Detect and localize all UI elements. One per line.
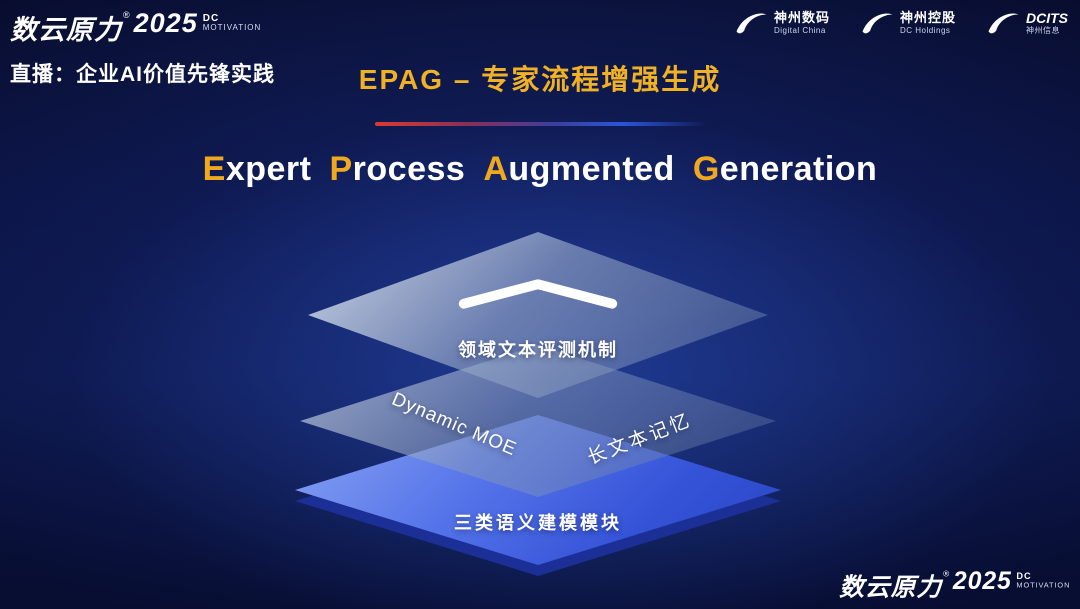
partner-logo-dcits: DCITS 神州信息: [986, 10, 1068, 36]
partner-subname: DC Holdings: [899, 25, 951, 35]
partner-subname: Digital China: [773, 25, 826, 35]
partner-subname: 神州信息: [1026, 26, 1060, 36]
brand-subtitle: DC MOTIVATION: [203, 13, 262, 33]
brand-dc-text: DC: [1016, 571, 1032, 582]
partner-text: 神州数码 Digital China: [773, 9, 830, 35]
partner-name: DCITS: [1026, 10, 1068, 27]
partner-name: 神州数码: [773, 9, 830, 25]
brand-motivation-text: MOTIVATION: [1016, 580, 1070, 590]
digital-china-swoosh-icon: [736, 13, 767, 34]
page-title: Expert Process Augmented Generation: [0, 150, 1080, 189]
brand-name: 数云原力: [838, 573, 942, 602]
brand-logo-footer: 数云原力 ® 2025 DC MOTIVATION: [839, 567, 1070, 603]
title-word: Process: [329, 150, 466, 188]
brand-year: 2025: [952, 567, 1012, 595]
partner-logo-digital-china: 神州数码 Digital China: [734, 10, 830, 36]
top-layer-label: 领域文本评测机制: [458, 340, 618, 360]
partner-logo-dc-holdings: 神州控股 DC Holdings: [860, 10, 956, 36]
brand-year: 2025: [133, 8, 198, 38]
title-word: Generation: [692, 150, 878, 188]
brand-registered-mark: ®: [942, 568, 949, 579]
title-word: Augmented: [483, 150, 675, 188]
brand-logo-header: 数云原力 ® 2025 DC MOTIVATION: [10, 8, 261, 47]
gradient-divider: [375, 122, 705, 126]
chevron-up-icon: [458, 279, 618, 309]
live-stream-label: 直播：企业AI价值先锋实践: [10, 63, 275, 86]
partner-logos: 神州数码 Digital China 神州控股 DC Holdings DCIT…: [734, 10, 1068, 36]
brand-registered-mark: ®: [123, 10, 130, 20]
partner-name: 神州控股: [899, 9, 956, 25]
bottom-layer-label: 三类语义建模模块: [454, 513, 622, 533]
brand-name: 数云原力: [10, 15, 122, 45]
title-word: Expert: [202, 150, 312, 188]
dc-holdings-swoosh-icon: [862, 13, 893, 34]
partner-text: 神州控股 DC Holdings: [899, 9, 956, 35]
brand-dc-text: DC: [202, 13, 220, 24]
top-layer: [308, 232, 768, 398]
dcits-swoosh-icon: [988, 13, 1019, 34]
epag-section-title: EPAG – 专家流程增强生成: [358, 64, 722, 95]
partner-text: DCITS 神州信息: [1026, 10, 1068, 35]
brand-subtitle: DC MOTIVATION: [1016, 572, 1070, 590]
brand-motivation-text: MOTIVATION: [202, 23, 262, 32]
